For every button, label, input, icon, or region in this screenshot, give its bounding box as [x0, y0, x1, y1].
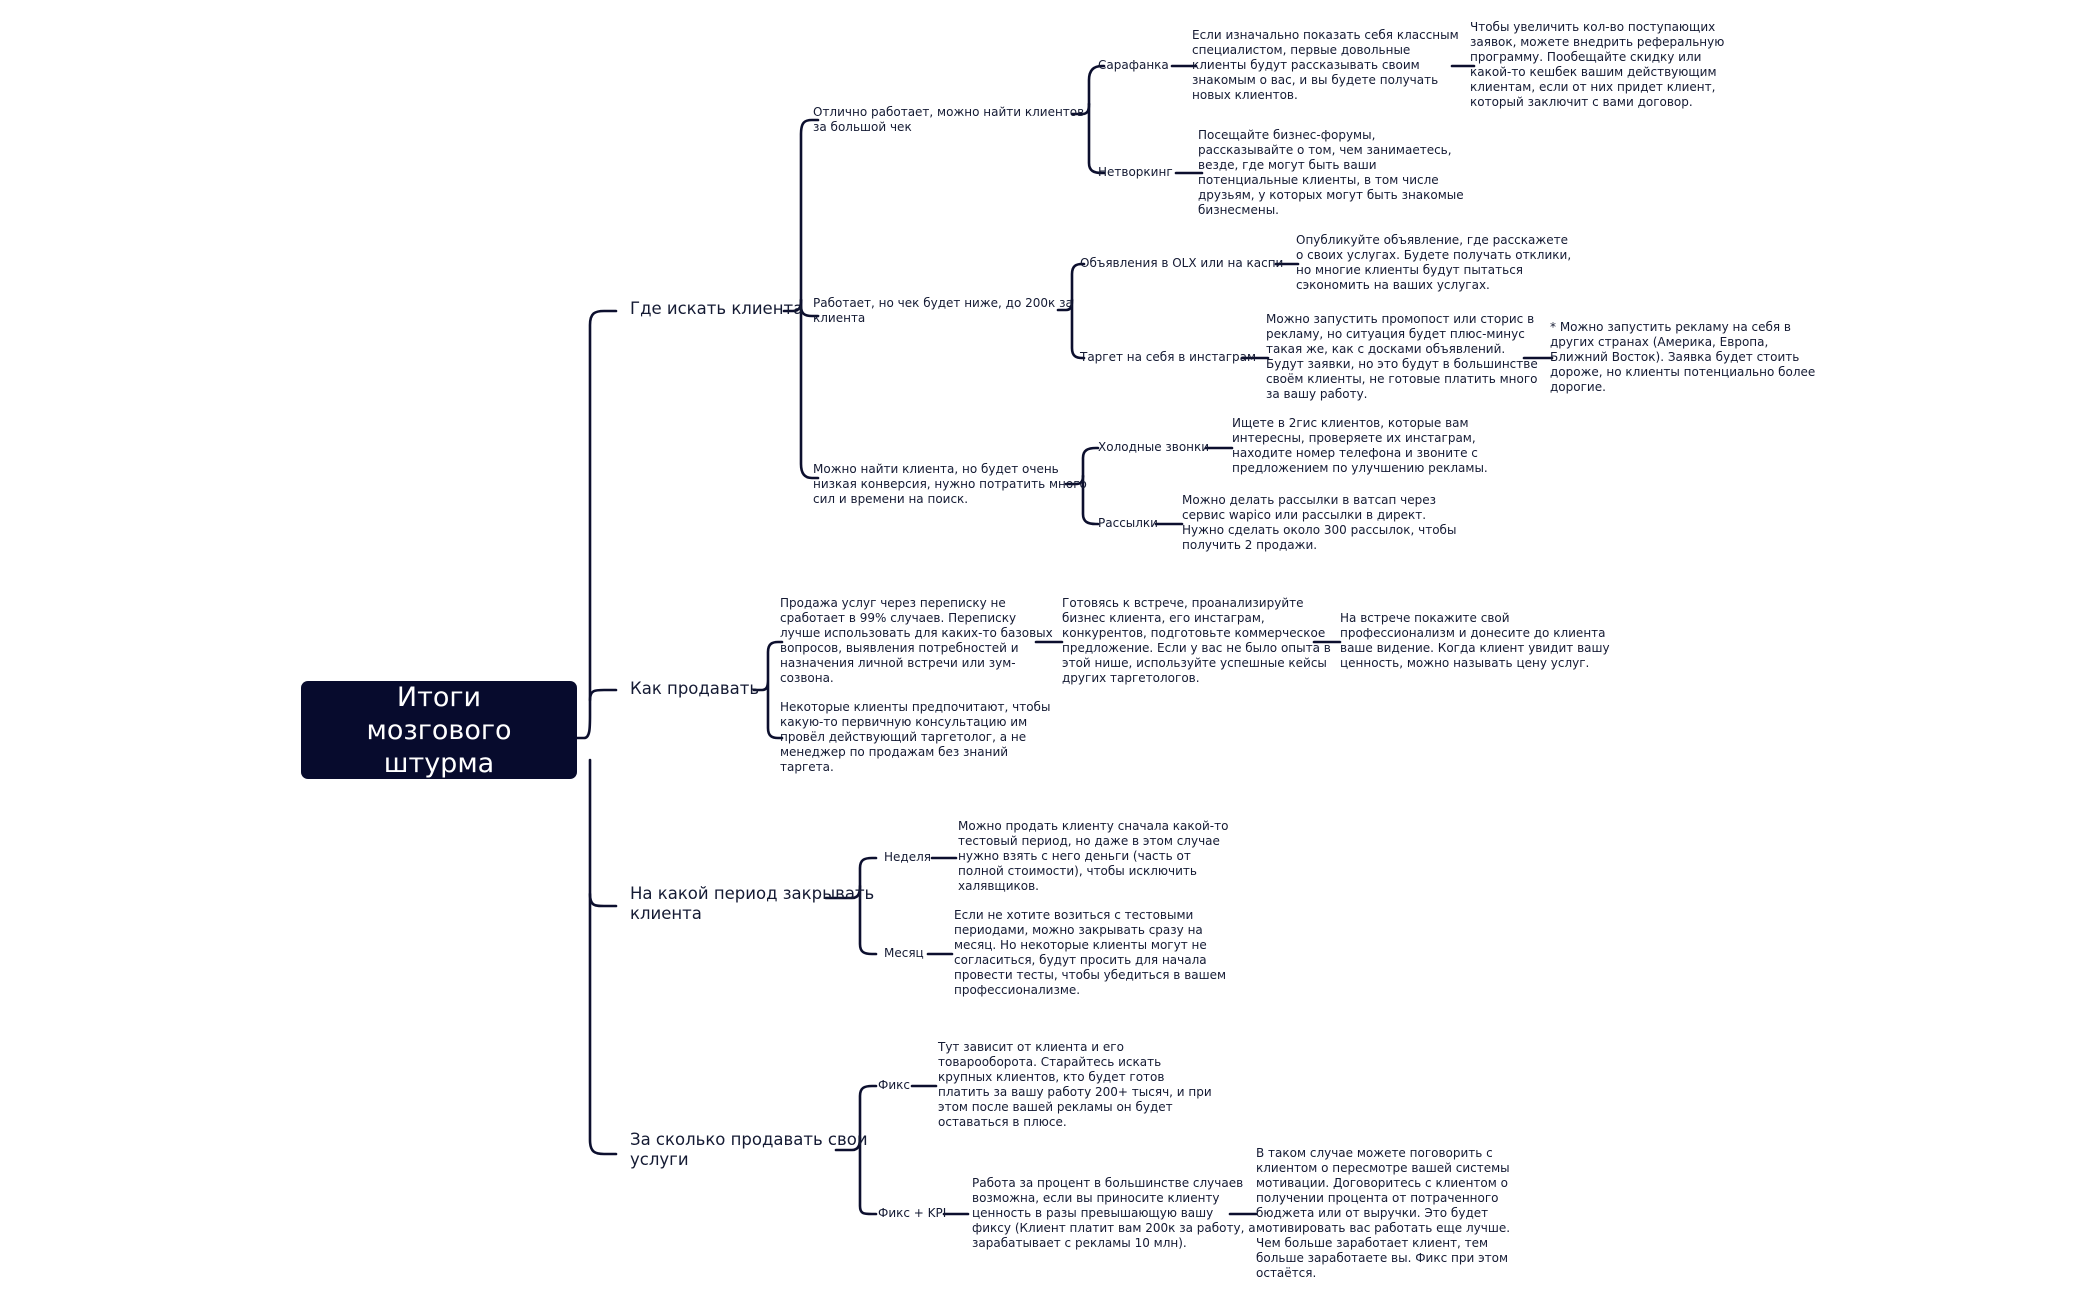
- fix-note[interactable]: Тут зависит от клиента и его товарооборо…: [938, 1040, 1212, 1129]
- fix-label[interactable]: Фикс: [878, 1078, 910, 1092]
- month-note[interactable]: Если не хотите возиться с тестовыми пери…: [954, 908, 1227, 997]
- link-find-to-high: [799, 118, 820, 302]
- instagram-target-label[interactable]: Таргет на себя в инстаграм: [1080, 350, 1257, 364]
- link-root-to-period: [588, 758, 618, 908]
- branch-find-client[interactable]: Где искать клиента: [630, 299, 804, 318]
- sell-note-meeting[interactable]: На встрече покажите свой профессионализм…: [1340, 611, 1610, 670]
- link-find-to-low: [799, 298, 820, 480]
- fix-kpi-label[interactable]: Фикс + KPI: [878, 1206, 947, 1220]
- link-root-to-find: [575, 309, 618, 740]
- link-high-to-word: [1087, 64, 1106, 106]
- link-mid-to-ads: [1070, 262, 1086, 302]
- cold-calls-note[interactable]: Ищете в 2гис клиентов, которые вам интер…: [1232, 416, 1488, 475]
- root-node[interactable]: Итоги мозгового штурма: [301, 681, 577, 779]
- week-note[interactable]: Можно продать клиенту сначала какой-то т…: [958, 819, 1229, 893]
- branch-pricing[interactable]: За сколько продавать свои услуги: [630, 1130, 868, 1169]
- link-low-to-cold: [1081, 446, 1100, 478]
- link-sell-to-notes: [752, 640, 784, 740]
- link-price-to-fix: [834, 1084, 878, 1152]
- word-of-mouth-note[interactable]: Если изначально показать себя классным с…: [1192, 28, 1459, 102]
- month-label[interactable]: Месяц: [884, 946, 924, 960]
- link-period-to-month: [858, 884, 878, 956]
- branch-how-to-sell[interactable]: Как продавать: [630, 679, 760, 698]
- ads-note[interactable]: Опубликуйте объявление, где расскажете о…: [1296, 233, 1572, 292]
- sell-note-prepare[interactable]: Готовясь к встрече, проанализируйте бизн…: [1062, 596, 1331, 685]
- link-high-to-networking: [1087, 102, 1106, 175]
- cold-calls-label[interactable]: Холодные звонки: [1098, 440, 1210, 454]
- instagram-target-note[interactable]: Можно запустить промопост или сторис в р…: [1266, 312, 1538, 401]
- find-low-note[interactable]: Можно найти клиента, но будет очень низк…: [813, 462, 1087, 506]
- sell-note-consultation[interactable]: Некоторые клиенты предпочитают, чтобы ка…: [780, 700, 1051, 774]
- word-of-mouth-tip[interactable]: Чтобы увеличить кол-во поступающих заяво…: [1470, 20, 1725, 109]
- sell-note-chat[interactable]: Продажа услуг через переписку не сработа…: [780, 596, 1053, 685]
- mailing-note[interactable]: Можно делать рассылки в ватсап через сер…: [1182, 493, 1457, 552]
- link-mid-to-target: [1070, 298, 1086, 360]
- mailing-label[interactable]: Рассылки: [1098, 516, 1158, 530]
- branch-closing-period[interactable]: На какой период закрывать клиента: [630, 884, 875, 923]
- week-label[interactable]: Неделя: [884, 850, 931, 864]
- link-root-to-price: [588, 892, 618, 1156]
- find-high-note[interactable]: Отлично работает, можно найти клиентов з…: [813, 105, 1085, 134]
- instagram-target-tip[interactable]: * Можно запустить рекламу на себя в друг…: [1550, 320, 1816, 394]
- fix-kpi-tip[interactable]: В таком случае можете поговорить с клиен…: [1256, 1146, 1511, 1280]
- networking-note[interactable]: Посещайте бизнес-форумы, рассказывайте о…: [1198, 128, 1464, 217]
- fix-kpi-note[interactable]: Работа за процент в большинстве случаев …: [972, 1176, 1256, 1250]
- find-mid-note[interactable]: Работает, но чек будет ниже, до 200к за …: [813, 296, 1073, 325]
- ads-label[interactable]: Объявления в OLX или на каспи: [1080, 256, 1284, 270]
- word-of-mouth-label[interactable]: Сарафанка: [1098, 58, 1169, 72]
- link-root-to-sell: [588, 688, 618, 702]
- networking-label[interactable]: Нетворкинг: [1098, 165, 1173, 179]
- link-low-to-mailing: [1081, 474, 1100, 526]
- link-period-to-week: [824, 856, 878, 900]
- link-price-to-fixkpi: [858, 1136, 878, 1216]
